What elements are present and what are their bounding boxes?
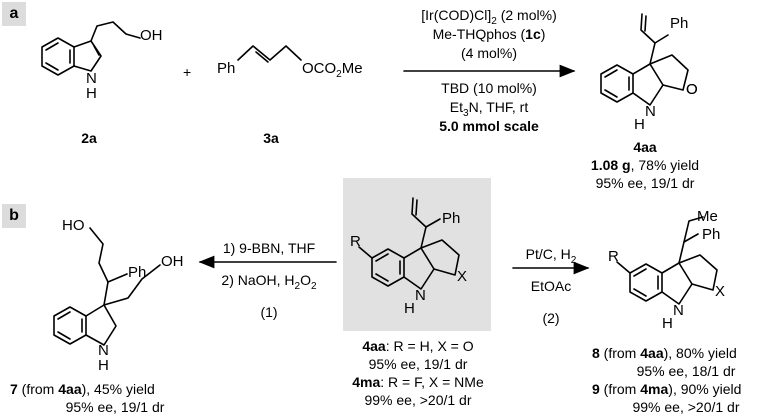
center-label-line1: 4aa: R = H, X = O [362,338,474,354]
atom-H-8: H [662,315,673,332]
atom-Ph-center: Ph [442,210,461,227]
center-label-line3: 4ma: R = F, X = NMe [352,374,484,390]
atom-H-2a: H [86,85,97,102]
conditions-b2-line1: Pt/C, H2 [525,246,577,266]
atom-N-2a: N [86,70,97,87]
structure-2a [41,21,141,76]
structure-center [358,197,460,290]
conditions-a-line6: 5.0 mmol scale [439,118,539,134]
ee-4aa: 95% ee, 19/1 dr [595,175,695,191]
ee-8: 95% ee, 18/1 dr [636,363,736,379]
atom-Ph-4aa: Ph [670,15,689,32]
compound-label-2a: 2a [81,130,97,146]
atom-Ph-8: Ph [702,226,721,243]
atom-O-4aa: O [686,81,698,98]
atom-H-7: H [98,357,109,374]
conditions-b2-label: (2) [542,310,560,326]
conditions-a-line5: Et3N, THF, rt [449,99,529,119]
atom-HO-7: HO [62,217,85,234]
structure-3a [237,45,302,63]
conditions-a-line1: [Ir(COD)Cl]2 (2 mol%) [421,7,557,27]
yield-7: 7 (from 4aa), 45% yield [10,381,155,397]
atom-H-4aa: H [634,116,645,133]
compound-label-4aa: 4aa [633,139,657,155]
ee-7: 95% ee, 19/1 dr [65,399,165,415]
ee-9: 99% ee, >20/1 dr [632,399,740,415]
conditions-b1-line1: 1) 9-BBN, THF [222,240,316,256]
atom-O-4aa: O [686,81,698,98]
conditions-a-line2: Me-THQphos (1c) [432,26,546,42]
conditions-b2-line2: EtOAc [530,278,572,294]
atom-Ph-3a: Ph [217,60,236,77]
atom-Me-8: Me [697,208,718,225]
conditions-b1-label: (1) [260,304,278,320]
panel-label-a: a [2,2,26,26]
atom-Ph-7: Ph [128,264,147,281]
panel-label-b: b [2,204,26,228]
atom-N-4aa: N [645,103,656,120]
center-label-line2: 95% ee, 19/1 dr [368,356,468,372]
structure-8-9 [616,216,718,305]
atom-X-8: X [715,283,726,300]
atom-R-8: R [608,248,619,265]
atom-OH-2a: OH [140,27,163,44]
conditions-a-line4: TBD (10 mol%) [441,80,537,96]
atom-N-center: N [415,287,426,304]
structure-7 [53,227,161,346]
atom-OH-7: OH [161,253,184,270]
yield-9: 9 (from 4ma), 90% yield [592,381,742,397]
compound-label-3a: 3a [263,130,279,146]
atom-N-8: N [673,302,684,319]
structure-4aa [600,13,689,106]
center-label-line4: 99% ee, >20/1 dr [364,392,472,408]
group-carbonate-3a: OCO2Me [302,60,363,81]
atom-N-7: N [98,342,109,359]
atom-R-center: R [350,233,361,250]
yield-8: 8 (from 4aa), 80% yield [592,345,737,361]
yield-4aa: 1.08 g, 78% yield [590,157,700,173]
atom-H-center: H [404,300,415,317]
atom-X-center: X [457,268,468,285]
plus-sign: + [183,64,192,80]
conditions-b1-line2: 2) NaOH, H2O2 [221,272,317,292]
conditions-a-line3: (4 mol%) [460,45,517,61]
